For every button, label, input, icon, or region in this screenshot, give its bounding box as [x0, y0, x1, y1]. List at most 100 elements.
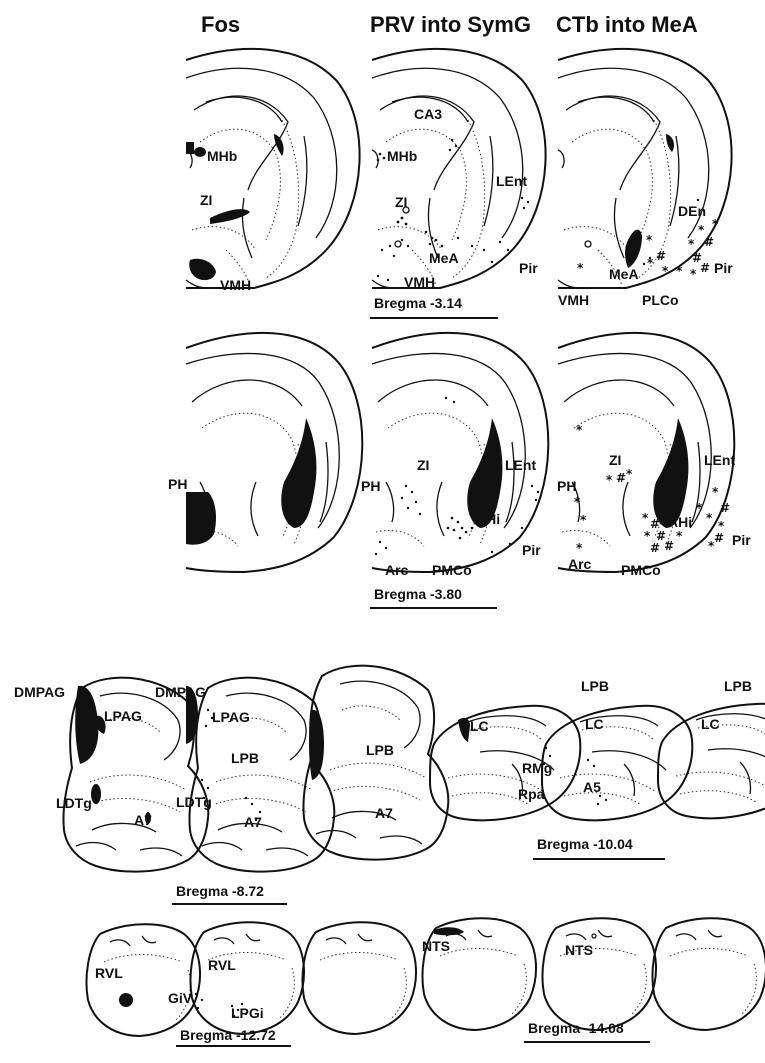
label-ldtg-prv: LDTg: [176, 794, 212, 810]
label-plco-ctb: PLCo: [642, 292, 679, 308]
ctb-star-marker: *: [574, 495, 581, 509]
ctb-hash-marker: #: [714, 531, 724, 545]
label-lpgi-prv: LPGi: [231, 1005, 264, 1021]
section-fos-bregma-14-08: [423, 918, 536, 1030]
ctb-star-marker: *: [676, 529, 683, 543]
label-ph-prv: PH: [361, 478, 380, 494]
label-zi-prv: ZI: [417, 457, 429, 473]
ctb-star-marker: *: [642, 511, 649, 525]
ctb-hash-marker: #: [704, 235, 714, 249]
ctb-star-marker: *: [676, 264, 683, 278]
label-giv-prv: GiV: [168, 990, 193, 1006]
label-a7-prv: A7: [244, 814, 262, 830]
label-a7-fos: A7: [134, 812, 152, 828]
ctb-star-marker: *: [712, 217, 719, 231]
bregma-label-3-14: Bregma -3.14: [374, 295, 462, 311]
label-lent-ctb: LEnt: [704, 452, 735, 468]
label-ph-fos: PH: [168, 476, 187, 492]
bregma-label-10-04: Bregma -10.04: [537, 836, 633, 852]
section-ctb-bregma-12-72: [303, 922, 416, 1034]
section-prv-bregma-3-80: [372, 333, 548, 572]
ctb-hash-marker: #: [656, 249, 666, 263]
label-nts-prv: NTS: [565, 942, 593, 958]
label-zi-fos: ZI: [200, 192, 212, 208]
label-pir-ctb: Pir: [714, 260, 733, 276]
label-lpb-prv-pons: LPB: [581, 678, 609, 694]
label-den-ctb: DEn: [678, 203, 706, 219]
ctb-star-marker: *: [712, 485, 719, 499]
ctb-star-marker: *: [662, 264, 669, 278]
ctb-hash-marker: #: [700, 261, 710, 275]
label-pir-ctb: Pir: [732, 532, 751, 548]
label-mhb-prv: MHb: [387, 148, 417, 164]
label-ahi-ctb: AHi: [668, 514, 692, 530]
section-ctb-bregma-8-72: [303, 666, 448, 860]
label-mhb-fos: MHb: [207, 148, 237, 164]
ctb-star-marker: *: [706, 511, 713, 525]
ctb-hash-marker: #: [650, 541, 660, 555]
label-rpa-prv: Rpa: [518, 786, 545, 802]
label-a5-prv: A5: [583, 779, 601, 795]
label-dmpag-prv: DMPAG: [155, 684, 206, 700]
label-lpag-fos: LPAG: [104, 708, 142, 724]
column-title-ctb: CTb into MeA: [556, 12, 698, 37]
label-zi-ctb: ZI: [609, 452, 621, 468]
ctb-star-marker: *: [688, 237, 695, 251]
section-prv-bregma-14-08: [543, 918, 656, 1030]
ctb-star-marker: *: [646, 233, 653, 247]
label-zi-prv: ZI: [395, 194, 407, 210]
label-pmco-prv: PMCo: [432, 562, 472, 578]
label-vmh-ctb: VMH: [558, 292, 589, 308]
column-title-fos: Fos: [201, 12, 240, 37]
section-fos-bregma-10-04: [430, 706, 580, 820]
bregma-label-8-72: Bregma -8.72: [176, 883, 264, 899]
label-ph-ctb: PH: [557, 478, 576, 494]
ctb-star-marker: *: [576, 423, 583, 437]
label-lpb-ctb-pons: LPB: [724, 678, 752, 694]
label-ldtg-fos: LDTg: [56, 795, 92, 811]
label-lc-ctb: LC: [701, 716, 720, 732]
bregma-label-12-72: Bregma -12.72: [180, 1027, 276, 1043]
label-lc-prv: LC: [585, 716, 604, 732]
section-prv-bregma-3-14: [372, 49, 546, 288]
label-pmco-ctb: PMCo: [621, 562, 661, 578]
label-mea-ctb: MeA: [609, 266, 639, 282]
ctb-star-marker: *: [690, 267, 697, 281]
bregma-label-3-80: Bregma -3.80: [374, 586, 462, 602]
ctb-hash-marker: #: [616, 471, 626, 485]
label-pir-prv: Pir: [522, 542, 541, 558]
label-ahi-prv: AHi: [476, 511, 500, 527]
section-prv-bregma-10-04: [542, 706, 692, 820]
ctb-star-marker: *: [696, 501, 703, 515]
label-vmh-prv: VMH: [404, 274, 435, 290]
label-mea-prv: MeA: [429, 250, 459, 266]
ctb-star-marker: *: [647, 256, 654, 270]
label-lpb-prv: LPB: [231, 750, 259, 766]
label-rmg-prv: RMg: [522, 760, 552, 776]
label-arc-ctb: Arc: [568, 556, 592, 572]
label-arc-prv: Arc: [385, 562, 409, 578]
label-dmpag-fos: DMPAG: [14, 684, 65, 700]
label-a7-ctb: A7: [375, 805, 393, 821]
ctb-star-marker: *: [580, 513, 587, 527]
label-lpag-prv: LPAG: [212, 709, 250, 725]
section-ctb-bregma-3-14: [558, 49, 732, 288]
ctb-star-marker: *: [626, 467, 633, 481]
label-lent-prv: LEnt: [496, 173, 527, 189]
label-rvl-prv: RVL: [208, 957, 236, 973]
label-nts-fos: NTS: [422, 938, 450, 954]
ctb-star-marker: *: [698, 223, 705, 237]
ctb-star-marker: *: [708, 539, 715, 553]
label-vmh-fos: VMH: [220, 277, 251, 293]
bregma-label-14-08: Bregma -14.08: [528, 1020, 624, 1036]
ctb-hash-marker: #: [664, 539, 674, 553]
section-ctb-bregma-14-08: [653, 918, 765, 1030]
ctb-star-marker: *: [576, 541, 583, 555]
column-title-prv: PRV into SymG: [370, 12, 531, 37]
ctb-hash-marker: #: [720, 501, 730, 515]
label-lpb-ctb: LPB: [366, 742, 394, 758]
ctb-star-marker: *: [577, 261, 584, 275]
label-lc-fos: LC: [470, 718, 489, 734]
label-ca3-prv: CA3: [414, 106, 442, 122]
